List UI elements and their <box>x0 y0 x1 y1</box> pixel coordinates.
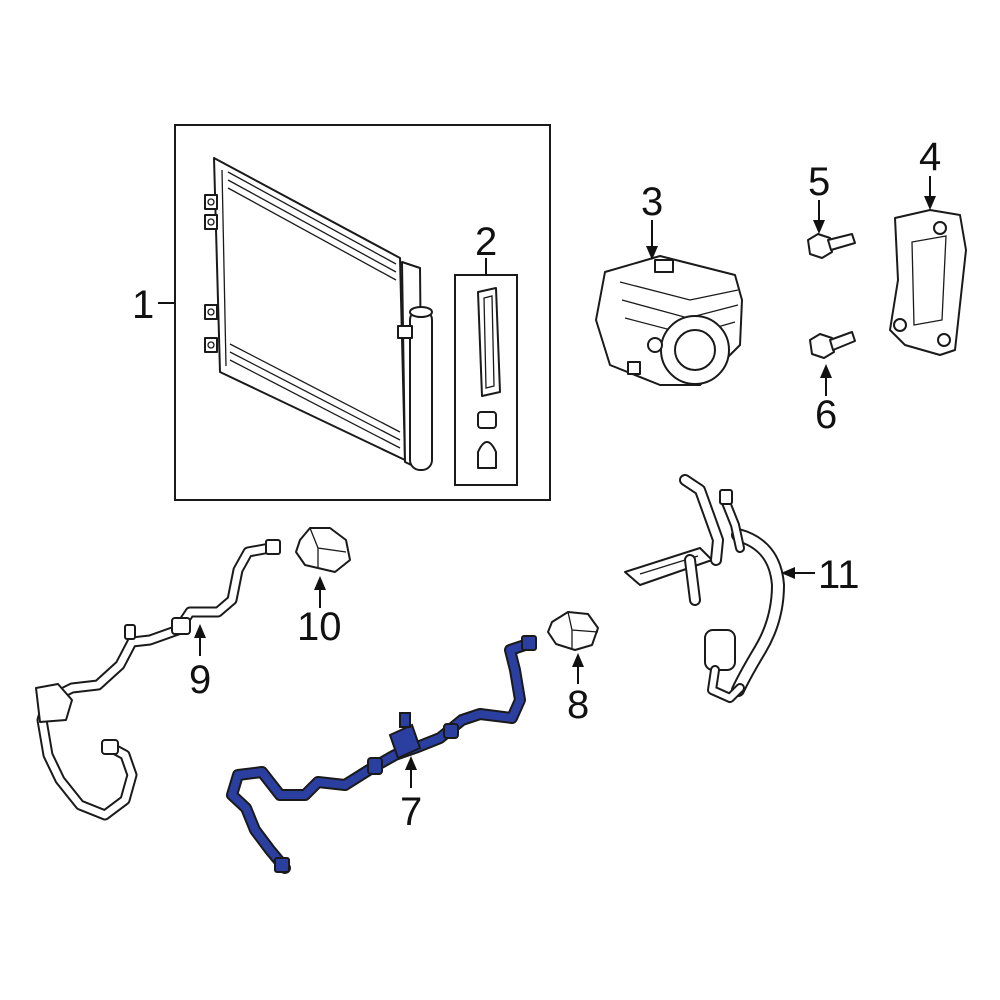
callout-10: 10 <box>297 576 342 649</box>
callout-9-label: 9 <box>189 658 211 702</box>
callout-1-label: 1 <box>132 283 154 327</box>
callout-8-label: 8 <box>567 683 589 727</box>
suction-hose-assembly-icon[interactable] <box>624 474 785 703</box>
compressor-bracket-icon[interactable] <box>889 209 967 356</box>
callout-4-label: 4 <box>919 135 941 179</box>
callout-3: 3 <box>641 180 663 260</box>
condenser-assembly-icon[interactable] <box>174 124 551 501</box>
callout-6-label: 6 <box>815 393 837 437</box>
callout-5: 5 <box>808 160 830 234</box>
callout-5-label: 5 <box>808 160 830 204</box>
callout-8: 8 <box>567 653 589 727</box>
callout-10-label: 10 <box>297 605 342 649</box>
callout-4: 4 <box>919 135 941 210</box>
callout-2: 2 <box>475 220 497 275</box>
callout-11-label: 11 <box>818 553 860 597</box>
callout-2-label: 2 <box>475 220 497 264</box>
bolt-icon[interactable] <box>809 331 856 359</box>
ac-compressor-icon[interactable] <box>595 255 743 386</box>
callout-7: 7 <box>400 756 422 834</box>
callout-11: 11 <box>781 553 860 597</box>
bolt-icon[interactable] <box>807 233 856 259</box>
callout-7-label: 7 <box>400 790 422 834</box>
receiver-drier-kit-icon[interactable] <box>454 274 518 486</box>
ac-hose-line-highlighted-icon[interactable] <box>226 635 537 874</box>
hose-clamp-icon[interactable] <box>547 611 599 651</box>
callout-1: 1 <box>132 283 175 327</box>
ac-hose-line-icon[interactable] <box>35 539 281 821</box>
hose-clamp-icon[interactable] <box>295 527 351 573</box>
callout-3-label: 3 <box>641 180 663 224</box>
callout-6: 6 <box>815 364 837 437</box>
callout-9: 9 <box>189 624 211 702</box>
